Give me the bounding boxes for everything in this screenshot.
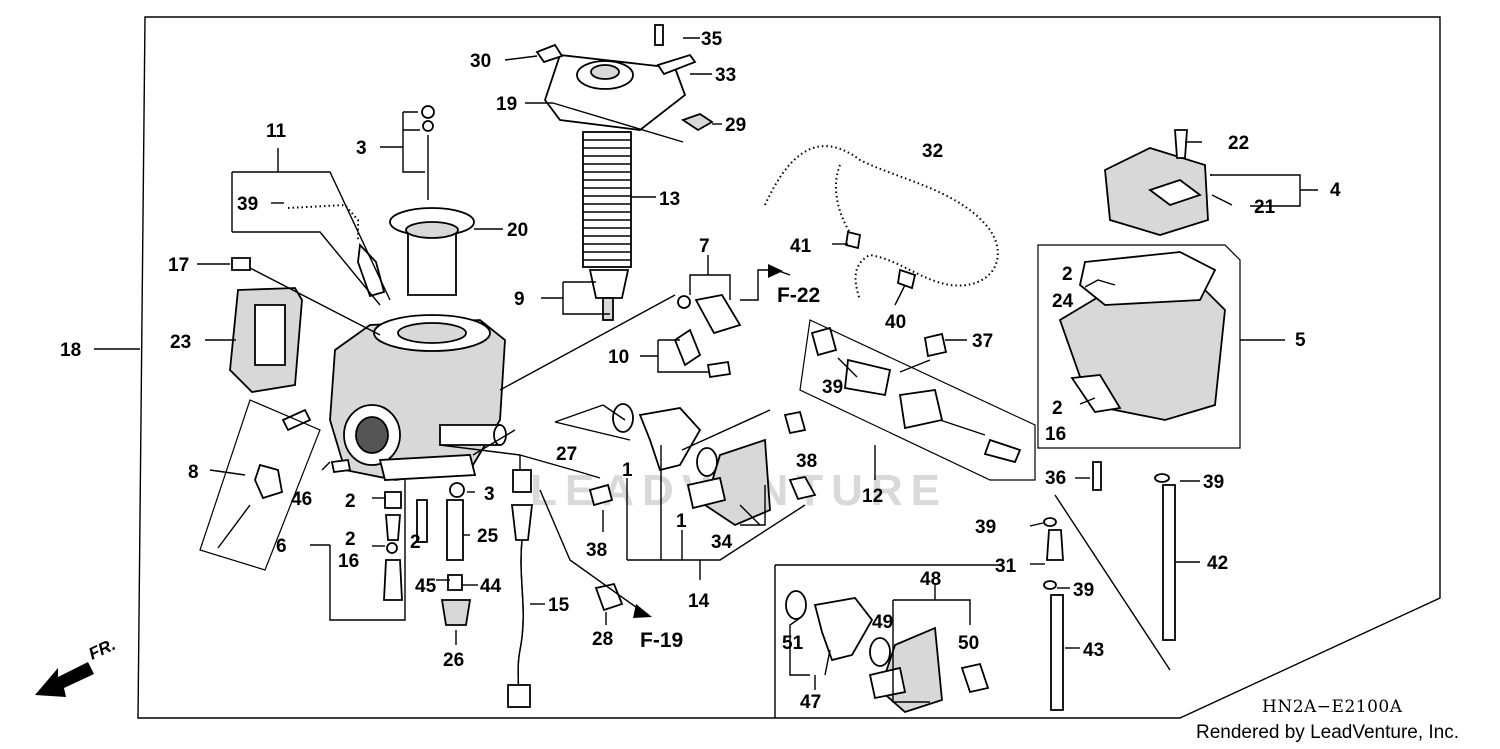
ref-f22: F-22 (777, 284, 820, 307)
callout-1: 1 (676, 511, 687, 532)
callout-2: 2 (1062, 264, 1073, 285)
callout-38: 38 (796, 451, 817, 472)
callout-41: 41 (790, 236, 812, 257)
callout-44: 44 (480, 576, 502, 597)
callout-33: 33 (715, 65, 736, 86)
callout-4: 4 (1330, 180, 1341, 201)
callout-38: 38 (586, 540, 607, 561)
ref-arrow-f19-icon (633, 604, 652, 618)
callout-16: 16 (1045, 424, 1066, 445)
callout-29: 29 (725, 115, 746, 136)
callout-8: 8 (188, 462, 199, 483)
callout-1: 1 (622, 460, 633, 481)
callout-37: 37 (972, 331, 993, 352)
callout-23: 23 (170, 332, 191, 353)
callout-30: 30 (470, 51, 491, 72)
callout-48: 48 (920, 569, 941, 590)
front-arrow-icon (35, 662, 94, 697)
callout-28: 28 (592, 629, 613, 650)
front-label: FR. (86, 635, 119, 664)
callout-5: 5 (1295, 330, 1306, 351)
callout-39: 39 (1073, 580, 1094, 601)
callout-14: 14 (688, 591, 710, 612)
callout-21: 21 (1254, 197, 1276, 218)
callout-12: 12 (862, 486, 883, 507)
callout-20: 20 (507, 220, 528, 241)
callout-51: 51 (782, 633, 804, 654)
callout-13: 13 (659, 189, 680, 210)
callout-22: 22 (1228, 133, 1249, 154)
callout-6: 6 (276, 536, 287, 557)
callout-19: 19 (496, 94, 517, 115)
callout-2: 2 (410, 532, 421, 553)
callout-39: 39 (822, 377, 843, 398)
callout-36: 36 (1045, 468, 1066, 489)
callout-11: 11 (266, 121, 287, 142)
diagram-code: HN2A−E2100A (1262, 697, 1403, 717)
callout-43: 43 (1083, 640, 1104, 661)
callouts: 1 1 2 2 2 2 2 3 3 4 5 6 7 8 9 10 11 12 1… (60, 29, 1341, 713)
callout-39: 39 (1203, 472, 1224, 493)
callout-18: 18 (60, 340, 81, 361)
callout-42: 42 (1207, 553, 1228, 574)
callout-34: 34 (711, 532, 733, 553)
callout-2: 2 (1052, 398, 1063, 419)
callout-31: 31 (995, 556, 1017, 577)
ref-f19: F-19 (640, 629, 683, 652)
callout-2: 2 (345, 491, 356, 512)
callout-17: 17 (168, 255, 189, 276)
callout-3: 3 (356, 138, 367, 159)
leader-lines (94, 37, 1318, 718)
callout-45: 45 (415, 576, 437, 597)
callout-40: 40 (885, 312, 906, 333)
callout-46: 46 (291, 489, 312, 510)
callout-27: 27 (556, 444, 577, 465)
callout-10: 10 (608, 347, 629, 368)
callout-7: 7 (699, 236, 710, 257)
callout-35: 35 (701, 29, 723, 50)
callout-49: 49 (872, 612, 893, 633)
callout-47: 47 (800, 692, 821, 713)
callout-25: 25 (477, 526, 499, 547)
callout-15: 15 (548, 595, 570, 616)
callout-9: 9 (514, 289, 525, 310)
callout-24: 24 (1052, 291, 1074, 312)
callout-2: 2 (345, 529, 356, 550)
callout-16: 16 (338, 551, 359, 572)
callout-3: 3 (484, 484, 495, 505)
ref-arrow-f22-icon (768, 264, 783, 278)
callout-26: 26 (443, 650, 464, 671)
callout-50: 50 (958, 633, 979, 654)
callout-39: 39 (237, 194, 258, 215)
assembly-outline (137, 16, 1441, 719)
callout-32: 32 (922, 141, 943, 162)
callout-39: 39 (975, 517, 996, 538)
credit-text: Rendered by LeadVenture, Inc. (1196, 722, 1459, 743)
